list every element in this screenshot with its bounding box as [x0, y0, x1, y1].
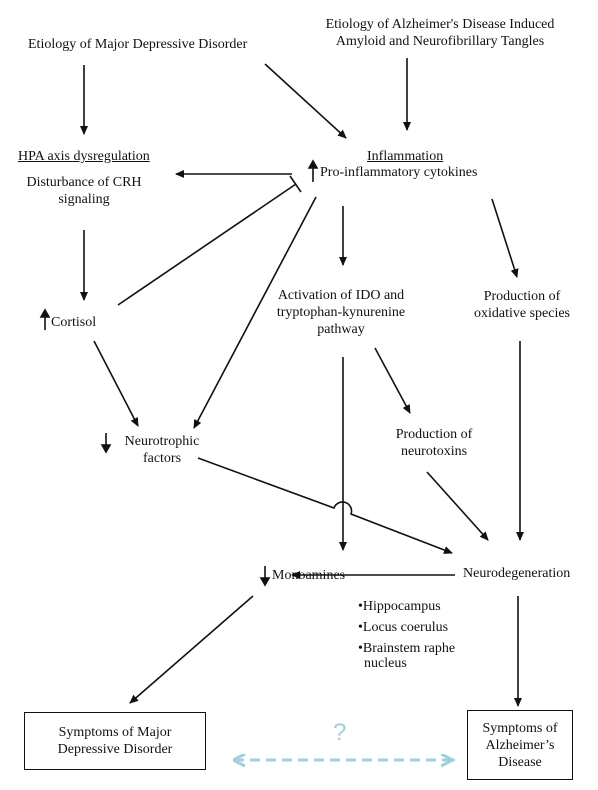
node-cortisol: Cortisol — [51, 315, 97, 330]
arrow-inflammation-to-neurotrophic — [193, 196, 317, 429]
arrow-cortisol-to-neurotrophic — [93, 340, 139, 427]
region-locus-coerulus: •Locus coerulus — [358, 620, 449, 635]
down-arrow-icon-head — [100, 444, 112, 454]
box-symptoms-mdd: Symptoms of Major Depressive Disorder — [24, 712, 206, 770]
inhibit-cortisol-to-inflammation — [117, 183, 297, 306]
node-oxidative-line2: oxidative species — [473, 306, 571, 321]
node-etiology-ad-line1: Etiology of Alzheimer's Disease Induced — [325, 17, 555, 32]
node-neurotoxins-line1: Production of — [395, 427, 473, 442]
down-arrow-icon-head — [259, 577, 271, 587]
node-hpa-line1: Disturbance of CRH — [26, 175, 142, 190]
node-ido-line2: tryptophan-kynurenine — [276, 305, 406, 320]
arrow-ido-to-neurotoxins — [374, 347, 411, 414]
arrow-mdd-to-inflammation — [264, 63, 347, 139]
arrow-neurotoxins-to-neurodegeneration — [426, 471, 489, 541]
region-hippocampus: •Hippocampus — [358, 599, 441, 614]
node-neurotoxins-line2: neurotoxins — [400, 444, 468, 459]
up-arrow-icon-head — [307, 159, 319, 169]
region-brainstem-raphe: •Brainstem raphe — [358, 641, 456, 656]
arrow-monoamines-to-symptoms-mdd — [129, 595, 254, 704]
arrow-inflammation-to-oxidative — [491, 198, 519, 278]
node-neurodegeneration: Neurodegeneration — [463, 566, 571, 581]
question-mark: ? — [333, 719, 347, 746]
node-neurotrophic-line2: factors — [142, 451, 182, 466]
box-symptoms-ad: Symptoms of Alzheimer’s Disease — [467, 710, 573, 780]
inhibit-bar — [289, 175, 302, 193]
node-hpa-line2: signaling — [58, 192, 110, 207]
arrow-neurotrophic-to-neurodegeneration — [197, 457, 453, 554]
node-etiology-ad-line2: Amyloid and Neurofibrillary Tangles — [335, 34, 545, 49]
node-inflammation-body: Pro-inflammatory cytokines — [320, 165, 478, 180]
node-monoamines: Monoamines — [272, 568, 346, 583]
up-arrow-icon-head — [39, 308, 51, 318]
node-etiology-mdd: Etiology of Major Depressive Disorder — [28, 37, 248, 52]
node-inflammation-title: Inflammation — [367, 149, 444, 164]
node-oxidative-line1: Production of — [483, 289, 561, 304]
node-hpa-title: HPA axis dysregulation — [18, 149, 150, 164]
region-nucleus: nucleus — [364, 656, 407, 671]
node-neurotrophic-line1: Neurotrophic — [124, 434, 200, 449]
node-ido-line1: Activation of IDO and — [277, 288, 405, 303]
node-ido-line3: pathway — [317, 322, 365, 337]
